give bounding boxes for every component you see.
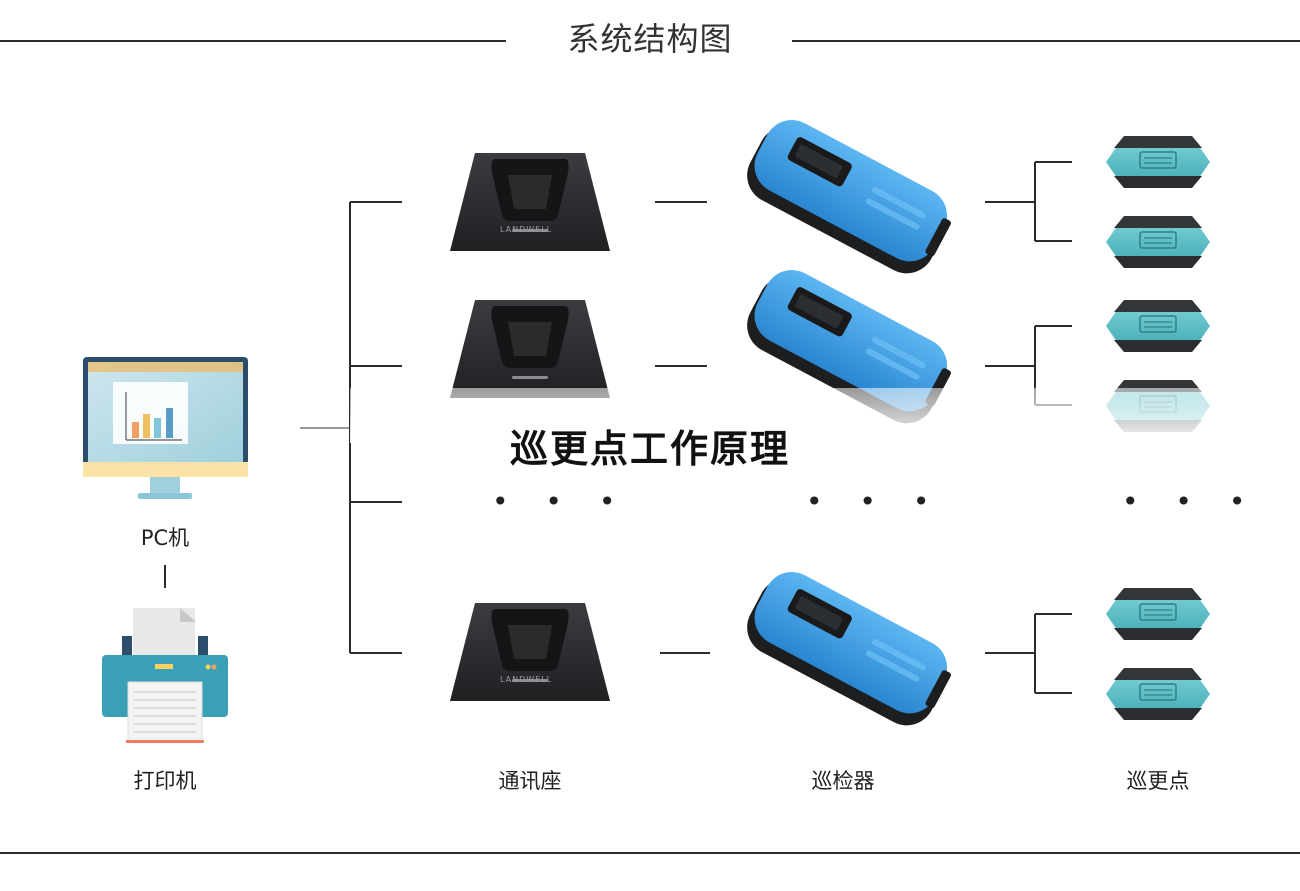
bottom-rule [0, 852, 1300, 854]
pc-monitor-icon [83, 357, 248, 499]
checkpoint-3a [1105, 587, 1211, 641]
checkpoint-3b [1105, 667, 1211, 721]
printer-icon [102, 608, 228, 743]
reader-3 [737, 561, 961, 736]
top-rule-right [792, 40, 1300, 42]
fade-overlay [350, 388, 1300, 443]
label-checkpoint: 巡更点 [1126, 769, 1190, 793]
ellipsis-reader: • • • [806, 485, 944, 518]
ellipsis-checkpoint: • • • [1122, 485, 1260, 518]
reader-1 [737, 109, 961, 284]
dock-1 [450, 153, 610, 251]
dock-brand-3: LANDWELL [500, 675, 553, 684]
top-rule-left [0, 40, 506, 42]
checkpoint-2a [1105, 299, 1211, 353]
dock-brand-1: LANDWELL [500, 225, 553, 234]
label-pc: PC机 [140, 526, 190, 550]
label-printer: 打印机 [133, 769, 197, 793]
diagram-title: 系统结构图 [567, 20, 733, 58]
label-dock: 通讯座 [498, 769, 562, 793]
checkpoint-1a [1105, 135, 1211, 189]
overlay-title: 巡更点工作原理 [509, 427, 790, 471]
checkpoint-1b [1105, 215, 1211, 269]
dock-2 [450, 300, 610, 398]
label-reader: 巡检器 [811, 769, 875, 793]
ellipsis-dock: • • • [492, 485, 630, 518]
dock-3 [450, 603, 610, 701]
